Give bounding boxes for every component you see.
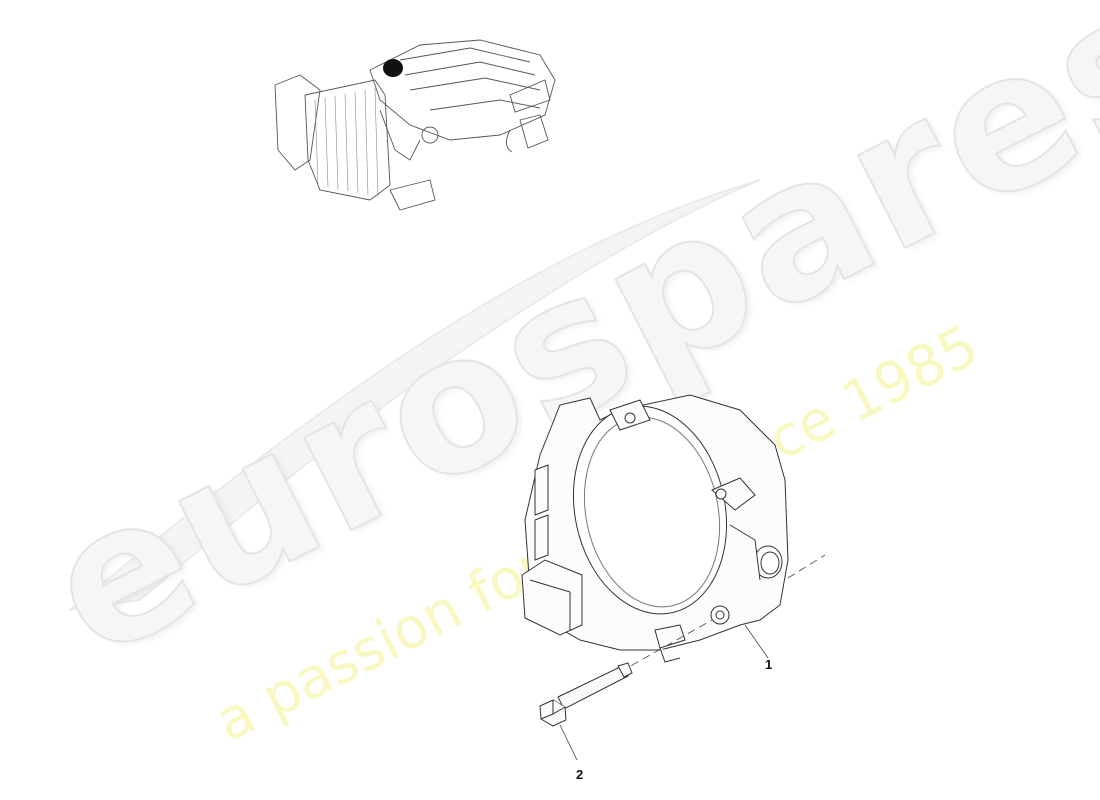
- callout-part-1[interactable]: 1: [765, 657, 773, 672]
- callout-part-2[interactable]: 2: [576, 767, 584, 782]
